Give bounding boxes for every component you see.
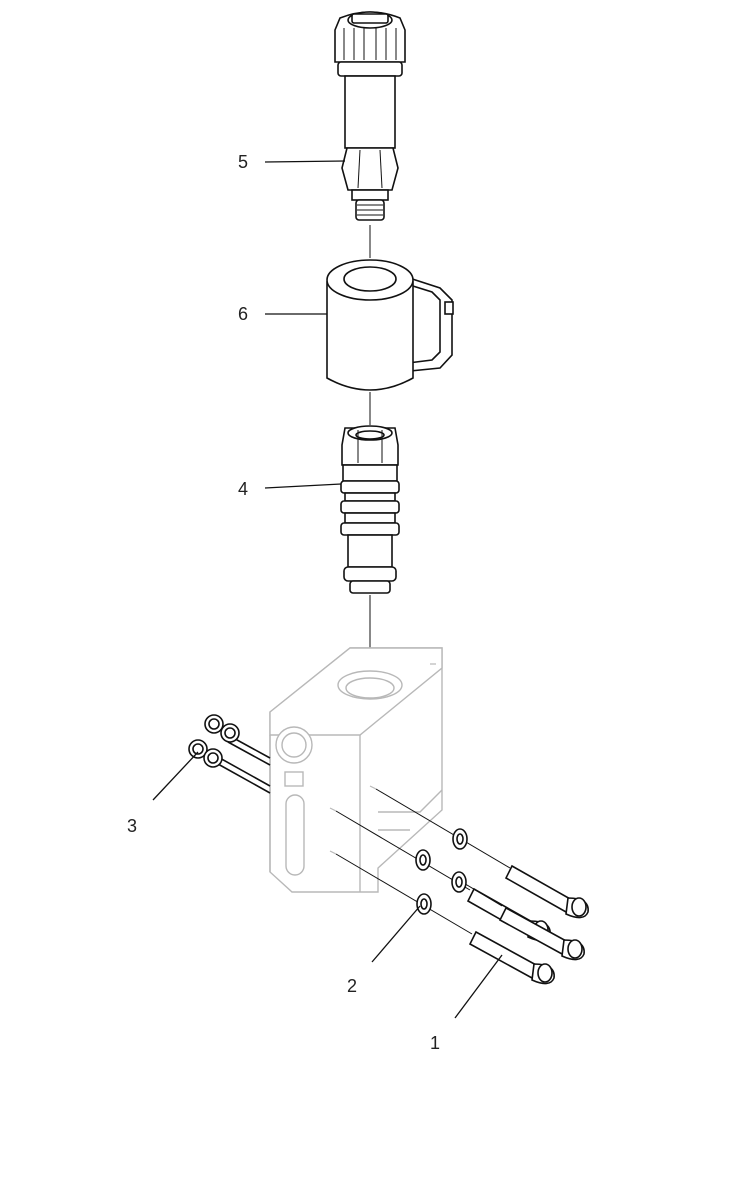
callout-5: 5 (238, 152, 248, 172)
solenoid-coil (326, 259, 454, 391)
callout-3: 3 (127, 816, 137, 836)
callout-4: 4 (238, 479, 248, 499)
callout-1: 1 (430, 1033, 440, 1053)
solenoid-tube (334, 11, 406, 221)
leader-lines (152, 160, 503, 1019)
bolt-set (329, 785, 589, 985)
cartridge-valve (340, 425, 400, 594)
valve-body (269, 647, 443, 893)
callout-labels: 5 6 4 3 2 1 (127, 152, 440, 1053)
callout-6: 6 (238, 304, 248, 324)
o-rings (188, 714, 271, 794)
callout-2: 2 (347, 976, 357, 996)
